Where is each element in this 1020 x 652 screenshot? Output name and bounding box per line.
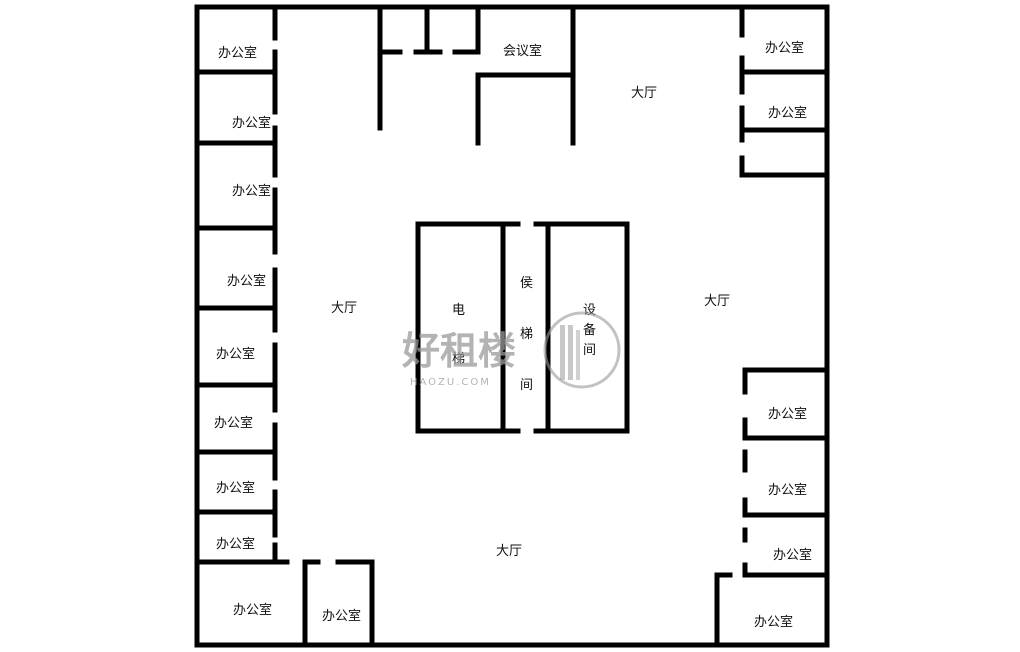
elevator-label-1: 电 <box>452 303 465 318</box>
left-offices-walls <box>194 4 375 648</box>
top-rooms-walls <box>377 4 576 146</box>
core-walls <box>415 221 630 434</box>
office-label: 办公室 <box>233 602 272 618</box>
office-label: 办公室 <box>218 45 257 61</box>
lobby-label: 大厅 <box>331 301 357 316</box>
waiting-label-3: 间 <box>520 378 533 393</box>
area-labels: 会议室 大厅 大厅 大厅 大厅 <box>331 43 730 559</box>
office-label: 办公室 <box>768 406 807 422</box>
office-label: 办公室 <box>232 183 271 199</box>
core-labels: 电 梯 侯 梯 间 设 备 间 <box>452 276 596 393</box>
lobby-label: 大厅 <box>631 86 657 101</box>
office-label: 办公室 <box>216 536 255 552</box>
watermark-subtext: HAOZU.COM <box>410 377 491 388</box>
office-label: 办公室 <box>768 105 807 121</box>
office-label: 办公室 <box>322 608 361 624</box>
watermark-logo-icon <box>543 311 621 389</box>
office-label: 办公室 <box>227 273 266 289</box>
outer-walls <box>194 4 830 648</box>
elevator-label-2: 梯 <box>452 352 465 367</box>
equipment-label-2: 备 <box>583 322 596 338</box>
lobby-label: 大厅 <box>496 544 522 559</box>
equipment-label-3: 间 <box>583 343 596 358</box>
office-label: 办公室 <box>768 482 807 498</box>
office-label: 办公室 <box>754 614 793 630</box>
office-label: 办公室 <box>232 115 271 131</box>
office-label: 办公室 <box>214 415 253 431</box>
office-label: 办公室 <box>216 480 255 496</box>
lobby-label: 大厅 <box>704 294 730 309</box>
office-label: 办公室 <box>773 547 812 563</box>
left-office-labels: 办公室 办公室 办公室 办公室 办公室 办公室 办公室 办公室 办公室 办公室 <box>214 45 361 624</box>
waiting-label-1: 侯 <box>520 276 533 291</box>
watermark: 好租楼 HAOZU.COM <box>401 311 621 389</box>
office-label: 办公室 <box>216 346 255 362</box>
right-office-labels: 办公室 办公室 办公室 办公室 办公室 办公室 <box>754 40 812 630</box>
office-label: 办公室 <box>765 40 804 56</box>
meeting-room-label: 会议室 <box>503 43 542 59</box>
waiting-label-2: 梯 <box>520 327 533 342</box>
right-offices-walls <box>714 4 830 648</box>
watermark-text: 好租楼 <box>401 329 516 373</box>
